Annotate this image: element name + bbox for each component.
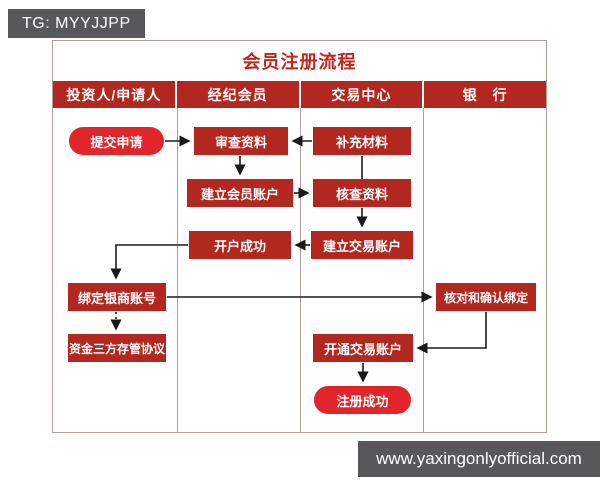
lane-header-investor: 投资人/申请人 <box>53 81 175 108</box>
lane-header-broker: 经纪会员 <box>176 81 299 108</box>
flowchart-frame: 会员注册流程 投资人/申请人 经纪会员 交易中心 银 行 提交申请 审查资料 补… <box>52 40 547 433</box>
node-tripartite-agreement: 资金三方存管协议 <box>68 334 166 362</box>
node-confirm-binding: 核对和确认绑定 <box>436 283 536 311</box>
lane-divider <box>177 108 178 432</box>
telegram-badge: TG: MYYJJPP <box>8 9 145 38</box>
flowchart-title: 会员注册流程 <box>242 52 357 72</box>
website-banner-label: www.yaxingonlyofficial.com <box>376 449 582 468</box>
node-review-materials: 审查资料 <box>194 127 288 155</box>
lane-header-bank: 银 行 <box>424 81 546 108</box>
node-create-trading-account: 建立交易账户 <box>311 231 413 259</box>
node-supplement-materials: 补充材料 <box>313 127 411 155</box>
node-bind-bank-account: 绑定银商账号 <box>68 283 166 311</box>
node-registration-success: 注册成功 <box>314 386 411 414</box>
node-create-member-account: 建立会员账户 <box>187 179 293 207</box>
website-banner: www.yaxingonlyofficial.com <box>358 441 600 477</box>
telegram-badge-label: TG: MYYJJPP <box>22 14 131 32</box>
node-verify-materials: 核查资料 <box>313 179 411 207</box>
node-submit-application: 提交申请 <box>69 127 164 155</box>
lane-headers: 投资人/申请人 经纪会员 交易中心 银 行 <box>53 81 546 108</box>
lane-divider <box>423 108 424 432</box>
node-open-trading-account: 开通交易账户 <box>313 334 413 362</box>
lane-divider <box>300 108 301 432</box>
flowchart-body: 提交申请 审查资料 补充材料 建立会员账户 核查资料 开户成功 建立交易账户 绑… <box>53 108 546 432</box>
lane-header-exchange: 交易中心 <box>300 81 423 108</box>
node-account-opened: 开户成功 <box>189 231 291 259</box>
